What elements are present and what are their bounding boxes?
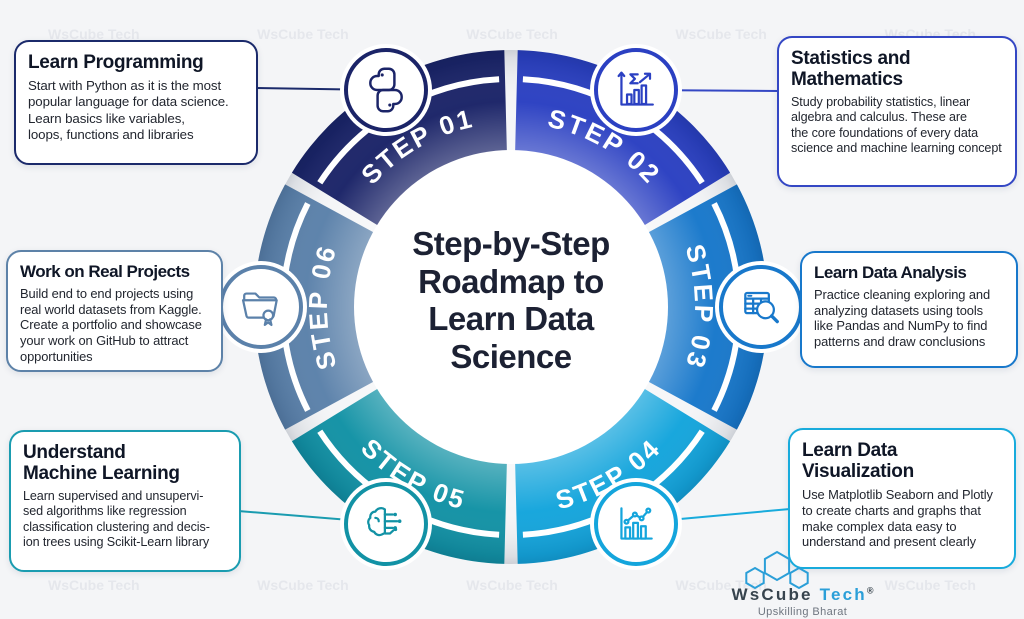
- step-03-medallion: [715, 261, 807, 353]
- python-icon: [369, 67, 403, 113]
- callout-learn-data-analysis: Learn Data Analysis Practice cleaning ex…: [800, 251, 1018, 368]
- bar-chart-icon: [620, 507, 653, 540]
- callout-title: Understand Machine Learning: [23, 442, 180, 484]
- step-06-medallion: [215, 261, 307, 353]
- step-01-medallion: [340, 44, 432, 136]
- callout-body: Practice cleaning exploring and analyzin…: [814, 286, 991, 350]
- hexagon-logo-icon: [745, 550, 809, 590]
- callout-title: Learn Data Analysis: [814, 263, 967, 282]
- brain-circuit-icon: [367, 507, 402, 537]
- data-analysis-icon: [744, 291, 779, 324]
- brand-name: WsCube Tech®: [705, 585, 900, 605]
- callout-title: Learn Data Visualization: [802, 440, 914, 482]
- callout-understand-machine-learning: Understand Machine Learning Learn superv…: [9, 430, 241, 572]
- callout-work-on-real-projects: Work on Real Projects Build end to end p…: [6, 250, 223, 372]
- wscube-tech-logo: WsCube Tech® Upskilling Bharat: [705, 549, 900, 618]
- callout-learn-programming: Learn Programming Start with Python as i…: [14, 40, 258, 165]
- registered-mark: ®: [866, 585, 874, 596]
- folder-badge-icon: [241, 292, 278, 327]
- callout-body: Build end to end projects using real wor…: [20, 285, 202, 365]
- step-05-medallion: [340, 478, 432, 570]
- callout-body: Start with Python as it is the most popu…: [28, 77, 229, 142]
- brand-tagline: Upskilling Bharat: [757, 606, 848, 618]
- step-04-medallion: [590, 478, 682, 570]
- diagram-title: Step-by-Step Roadmap to Learn Data Scien…: [412, 225, 610, 375]
- brand-secondary: Tech: [819, 585, 867, 604]
- callout-title: Statistics and Mathematics: [791, 48, 911, 90]
- statistics-icon: [617, 71, 654, 106]
- brand-primary: WsCube: [731, 585, 813, 604]
- callout-body: Use Matplotlib Seaborn and Plotly to cre…: [802, 486, 993, 550]
- callout-statistics-mathematics: Statistics and Mathematics Study probabi…: [777, 36, 1017, 187]
- callout-learn-data-visualization: Learn Data Visualization Use Matplotlib …: [788, 428, 1016, 569]
- callout-title: Work on Real Projects: [20, 262, 190, 281]
- callout-body: Study probability statistics, linear alg…: [791, 94, 1002, 156]
- step-02-medallion: [590, 44, 682, 136]
- callout-body: Learn supervised and unsupervi- sed algo…: [23, 488, 210, 550]
- center-hub: [354, 150, 668, 464]
- callout-title: Learn Programming: [28, 52, 204, 73]
